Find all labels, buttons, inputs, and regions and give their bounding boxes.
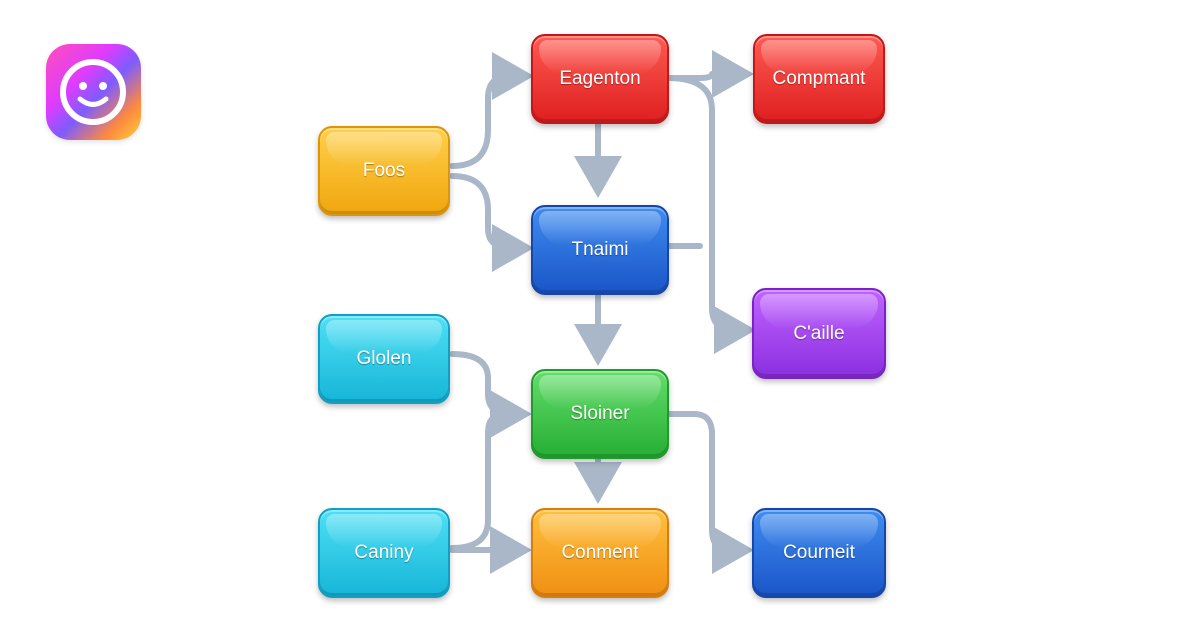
node-conment-label: Conment [561, 542, 639, 563]
node-tnaimi[interactable]: Tnaimi [531, 205, 669, 295]
node-courneit-label: Courneit [783, 542, 855, 563]
node-caniny-label: Caniny [354, 542, 414, 563]
node-sloiner[interactable]: Sloiner [531, 369, 669, 459]
node-compmant[interactable]: Compmant [753, 34, 885, 124]
connector-eagenton-caille [665, 75, 756, 354]
node-conment[interactable]: Conment [531, 508, 669, 598]
node-glolen-label: Glolen [356, 348, 412, 369]
node-glolen[interactable]: Glolen [318, 314, 450, 404]
node-eagenton[interactable]: Eagenton [531, 34, 669, 124]
node-caille-label: C'aille [793, 322, 845, 344]
node-courneit[interactable]: Courneit [752, 508, 886, 598]
node-compmant-label: Compmant [772, 68, 866, 89]
smiley-face-icon[interactable] [46, 44, 141, 140]
node-sloiner-label: Sloiner [570, 403, 630, 424]
connector-eagenton-compmant [665, 50, 754, 98]
connector-glolen-sloiner [449, 351, 532, 438]
node-foos[interactable]: Foos [318, 126, 450, 216]
node-caniny[interactable]: Caniny [318, 508, 450, 598]
connector-caniny-sloiner [449, 411, 509, 551]
node-eagenton-label: Eagenton [559, 68, 641, 89]
node-foos-label: Foos [362, 160, 406, 181]
node-tnaimi-label: Tnaimi [571, 239, 629, 260]
connector-foos-eagenton [449, 52, 534, 169]
connector-foos-tnaimi [449, 173, 534, 272]
node-caille[interactable]: C'aille [752, 288, 886, 379]
connector-sloiner-courneit [665, 411, 754, 574]
